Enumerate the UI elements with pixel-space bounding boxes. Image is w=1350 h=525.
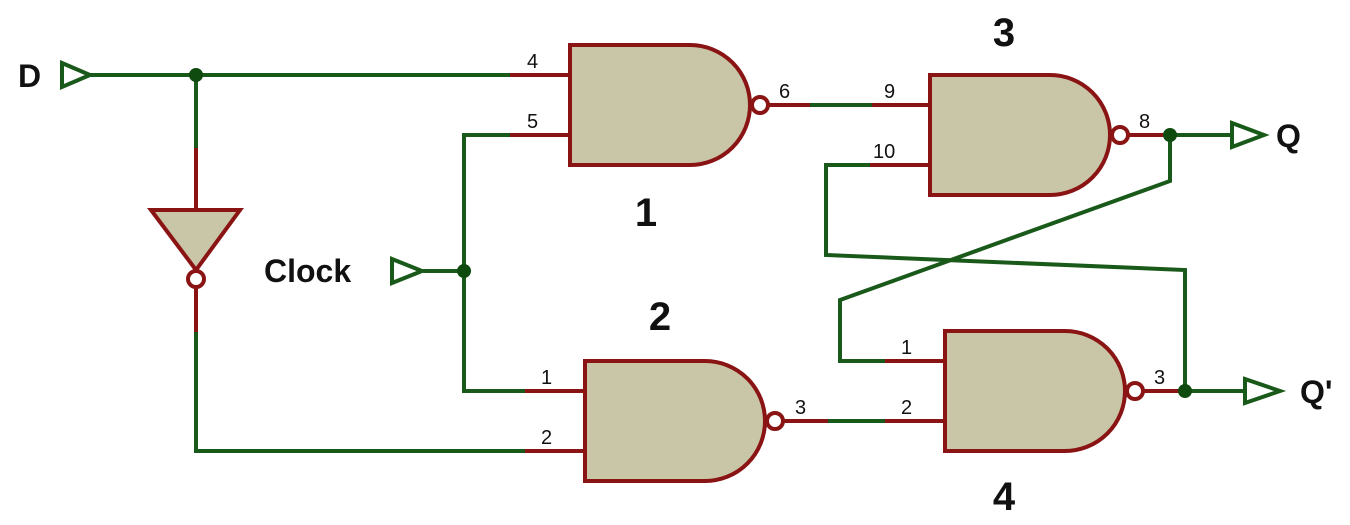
output-terminal-q-icon xyxy=(1230,120,1270,150)
inversion-bubble-icon xyxy=(1125,381,1145,401)
pin-number: 10 xyxy=(873,141,895,163)
signal-label-qbar: Q' xyxy=(1300,374,1333,410)
junction-dot-icon xyxy=(189,68,203,82)
pin-number: 1 xyxy=(901,337,912,359)
signal-label-q: Q xyxy=(1276,118,1301,154)
pin-number: 8 xyxy=(1139,111,1150,133)
pin-number: 5 xyxy=(527,111,538,133)
pin-number: 2 xyxy=(901,397,912,419)
gate-label-4: 4 xyxy=(993,475,1016,519)
nand-gate-3 xyxy=(928,73,1130,197)
output-terminal-qbar-icon xyxy=(1243,376,1287,406)
terminals xyxy=(60,59,1287,406)
inversion-bubble-icon xyxy=(186,269,206,289)
inversion-bubble-icon xyxy=(765,411,785,431)
gate-label-1: 1 xyxy=(635,191,657,235)
gate-label-3: 3 xyxy=(993,11,1015,55)
pin-number: 2 xyxy=(541,427,552,449)
junction-dot-icon xyxy=(1178,384,1192,398)
wire-q-feedback xyxy=(838,133,1172,363)
pin-number: 4 xyxy=(527,51,538,73)
inversion-bubble-icon xyxy=(1110,125,1130,145)
nand-gate-1 xyxy=(568,43,770,167)
wire-qbar-feedback xyxy=(824,163,1187,393)
junctions xyxy=(189,68,1192,398)
inverter xyxy=(147,208,244,289)
pin-number: 9 xyxy=(884,81,895,103)
nand-gate-2 xyxy=(583,359,785,483)
gate-label-2: 2 xyxy=(649,295,671,339)
wire-inverter-to-gate2 xyxy=(194,330,527,453)
pin-number: 6 xyxy=(779,81,790,103)
signal-label-clock: Clock xyxy=(264,253,351,289)
inversion-bubble-icon xyxy=(750,95,770,115)
pin-number: 3 xyxy=(1154,367,1165,389)
junction-dot-icon xyxy=(1163,128,1177,142)
pin-number: 1 xyxy=(541,367,552,389)
wires xyxy=(88,73,1247,453)
nand-gate-4 xyxy=(943,329,1145,453)
junction-dot-icon xyxy=(457,264,471,278)
pin-number: 3 xyxy=(795,397,806,419)
input-terminal-clock-icon xyxy=(390,256,428,286)
signal-label-d: D xyxy=(18,58,41,94)
input-terminal-d-icon xyxy=(60,59,96,91)
